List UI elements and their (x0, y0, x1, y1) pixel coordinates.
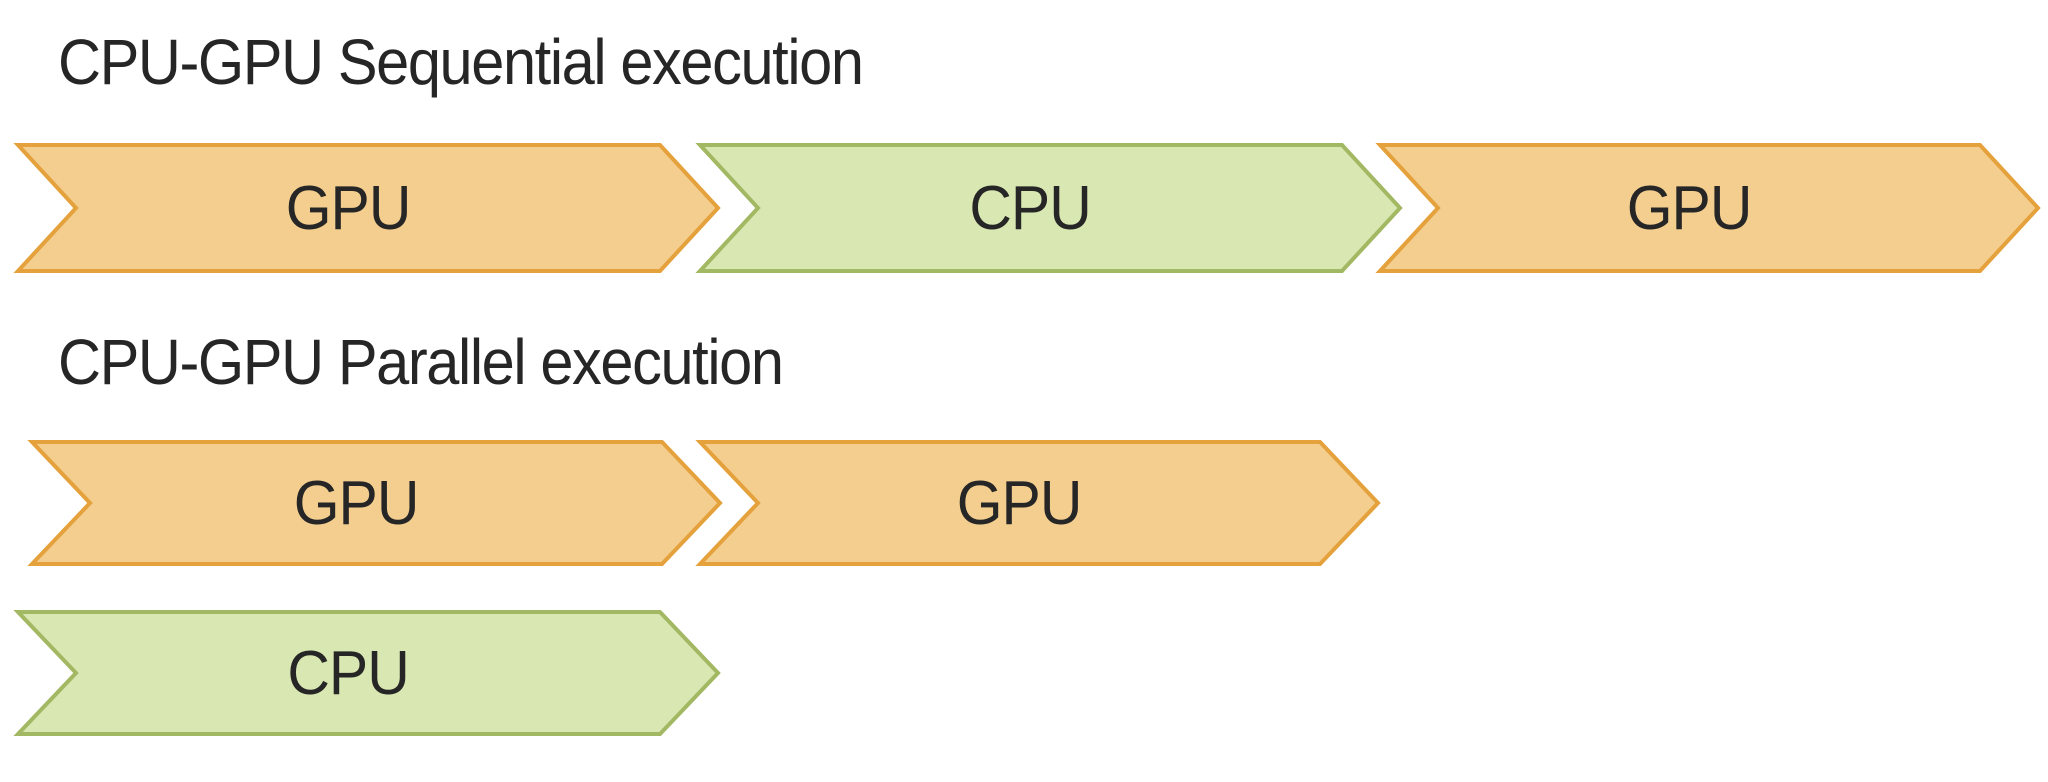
sequential-execution-row: GPU CPU GPU (0, 143, 2048, 273)
chevron-shape (695, 143, 1403, 273)
chevron-shape (27, 440, 723, 566)
chevron-shape (13, 143, 721, 273)
parallel-block-cpu[interactable]: CPU (13, 610, 721, 736)
parallel-section-title: CPU-GPU Parallel execution (58, 326, 784, 398)
parallel-block-gpu-1[interactable]: GPU (27, 440, 723, 566)
parallel-cpu-row: CPU (0, 610, 2048, 736)
sequential-block-cpu[interactable]: CPU (695, 143, 1403, 273)
sequential-block-gpu-2[interactable]: GPU (1375, 143, 2041, 273)
sequential-section-title: CPU-GPU Sequential execution (58, 26, 864, 98)
parallel-block-gpu-2[interactable]: GPU (695, 440, 1381, 566)
chevron-shape (1375, 143, 2041, 273)
sequential-block-gpu-1[interactable]: GPU (13, 143, 721, 273)
chevron-shape (13, 610, 721, 736)
chevron-shape (695, 440, 1381, 566)
parallel-gpu-row: GPU GPU (0, 440, 2048, 566)
